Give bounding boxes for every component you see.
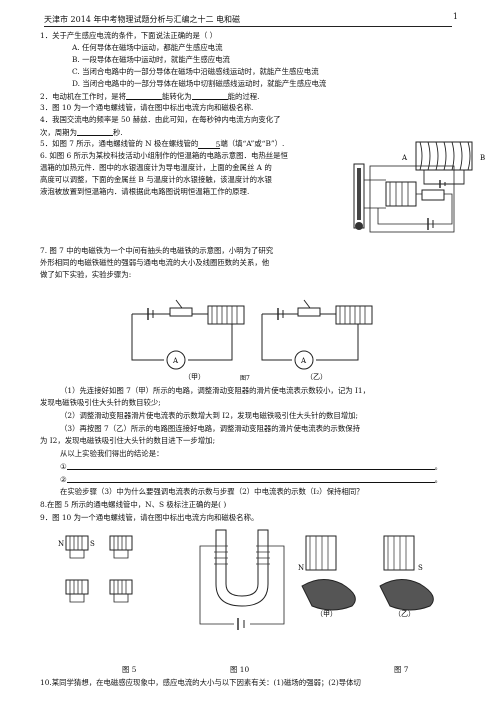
solenoid-label-a: A xyxy=(401,154,408,162)
device-jia: N （甲） xyxy=(298,535,356,618)
q1-option-b: B. 一段导体在磁场中运动时，就能产生感应电流 xyxy=(72,55,230,64)
caption-figure-7: 图 7 xyxy=(394,665,409,674)
figure-5-options: N S xyxy=(58,535,133,603)
q7-step-1b: 发现电磁铁吸引住大头针的数目较少; xyxy=(40,398,161,407)
device-jia-n: N xyxy=(298,564,304,572)
q7-line-2: 外形相同的电磁铁磁性的强弱与通电电流的大小及线圈匝数的关系，他 xyxy=(40,258,270,267)
option-a-solenoid: N S xyxy=(58,535,95,559)
q5-blank[interactable]: 5 xyxy=(198,140,221,149)
q2-post: 能的过程. xyxy=(227,92,260,101)
q2-mid: 能转化为 xyxy=(162,92,192,101)
q4-line-1: 4．我国交流电的频率是 50 赫兹．由此可知，在每秒钟内电流方向变化了 xyxy=(40,115,281,124)
q7-conclusion-1: ①。 xyxy=(60,461,442,472)
header-title: 天津市 2014 年中考物理试题分析与汇编之十二 电和磁 xyxy=(44,15,240,24)
conclusion-2-end: 。 xyxy=(434,475,443,484)
conclusion-2-marker: ② xyxy=(60,475,67,484)
q4-pre: 次，周期为 xyxy=(40,128,77,137)
figure-7-devices: N （甲） S （乙） xyxy=(298,535,434,618)
device-yi: S （乙） xyxy=(379,535,434,618)
q7-conclusion-2: ②。 xyxy=(60,474,442,485)
q7-step-2: （2）调整滑动变阻器滑片使电流表的示数增大到 I2，发现电磁铁吸引住大头针的数目… xyxy=(60,411,359,420)
page-number: 1 xyxy=(452,12,458,21)
q6-line-3: 高度可以调整，下面的金属丝 B 与温度计的水银接触，该温度计的水银 xyxy=(40,175,272,184)
q7-step-3b: 为 I2，发现电磁铁吸引住大头针的数目进下一步增加; xyxy=(40,436,216,445)
ammeter-label-right: A xyxy=(300,357,307,365)
q7-line-1: 7. 图 7 中的电磁铁为一个中间有抽头的电磁铁的示意图，小明为了研究 xyxy=(40,246,274,255)
q6-line-2: 温箱的加热元件．图中的水银温度计为导电温度计，上面的金属丝 A 的 xyxy=(40,163,272,172)
q1-option-a: A. 任何导体在磁场中运动，都能产生感应电流 xyxy=(72,43,223,52)
fig5-n-label: N xyxy=(58,540,64,548)
figure-7-circuits: A （甲） A （乙） 图7 xyxy=(131,299,373,382)
figure-7-caption: 图7 xyxy=(240,375,250,382)
q10-line: 10.某同学猜想，在电磁感应现象中，感应电流的大小与以下因素有关：(1)磁场的强… xyxy=(40,678,361,687)
q7-line-3: 做了如下实验，实验步骤为: xyxy=(40,270,132,279)
device-yi-s: S xyxy=(418,564,423,572)
q9-line: 9．图 10 为一个通电螺线管，请在图中标出电流方向和磁极名称。 xyxy=(40,513,259,522)
q6-line-1: 6. 如图 6 所示为某校科技活动小组制作的恒温箱的电路示意图．电热丝是恒 xyxy=(40,151,288,160)
q1-option-d: D. 当闭合电路中的一部分导体在磁场中切割磁感线运动时，就能产生感应电流 xyxy=(72,79,327,88)
solenoid-figure: A B xyxy=(401,141,485,188)
q2-pre: 2．电动机在工作时，是将 xyxy=(40,92,127,101)
option-d-solenoid xyxy=(109,579,133,603)
option-b-solenoid xyxy=(109,535,133,559)
q4-post: 秒. xyxy=(112,128,123,137)
q7-step-3a: （3）再按图 7（乙）所示的电路图连接好电路，调整滑动变阻器的滑片使电流表的示数… xyxy=(60,424,360,433)
q2-blank-2[interactable] xyxy=(191,91,228,100)
q6-line-4: 液泡被放置到恒温箱内．请根据此电路图说明恒温箱工作的原理. xyxy=(40,187,250,196)
q2-blank-1[interactable] xyxy=(126,91,163,100)
thermostat-figure xyxy=(353,163,455,233)
q3-line: 3．图 10 为一个通电螺线管，请在图中标出电流方向和磁极名称. xyxy=(40,103,254,112)
q2-line: 2．电动机在工作时，是将 能转化为 能的过程. xyxy=(40,91,260,102)
q5-post: 端（填“A”或“B”）. xyxy=(220,139,285,148)
figure-7-label-jia: （甲） xyxy=(184,373,205,381)
option-c-solenoid xyxy=(65,579,89,603)
caption-figure-5: 图 5 xyxy=(122,665,137,674)
solenoid-label-b: B xyxy=(480,154,485,162)
q1-option-c: C. 当闭合电路中的一部分导体在磁场中沿磁感线运动时，就能产生感应电流 xyxy=(72,67,319,76)
device-jia-label: （甲） xyxy=(316,610,337,618)
figure-7-label-yi: （乙） xyxy=(306,373,327,381)
conclusion-2-blank[interactable] xyxy=(66,474,435,483)
q4-line-2: 次，周期为 秒. xyxy=(40,127,123,138)
fig5-s-label: S xyxy=(90,540,95,548)
caption-figure-10: 图 10 xyxy=(230,665,250,674)
q5-pre: 5．如图 7 所示，通电螺线管的 N 极在螺线管的 xyxy=(40,139,199,148)
device-yi-label: （乙） xyxy=(394,610,415,618)
q1-stem: 1．关于产生感应电流的条件，下面说法正确的是（ ） xyxy=(40,31,218,40)
page-header: 天津市 2014 年中考物理试题分析与汇编之十二 电和磁 1 xyxy=(44,12,458,27)
conclusion-1-blank[interactable] xyxy=(66,461,435,470)
q8-line: 8.在图 5 所示的通电螺线管中，N、S 极标注正确的是( ) xyxy=(40,500,227,509)
q7-step-1a: （1）先连接好如图 7（甲）所示的电路，调整滑动变阻器的滑片使电流表示数较小，记… xyxy=(60,386,370,395)
q7-conclusion-prompt: 从以上实验我们得出的结论是： xyxy=(60,449,164,458)
ammeter-label-left: A xyxy=(172,357,179,365)
figure-10-u-magnet xyxy=(199,529,285,630)
q4-blank[interactable] xyxy=(76,127,113,136)
q7-follow-up: 在实验步骤（3）中为什么要强调电流表的示数与步骤（2）中电流表的示数（I₂）保持… xyxy=(60,487,364,496)
conclusion-1-end: 。 xyxy=(434,462,443,471)
conclusion-1-marker: ① xyxy=(60,462,67,471)
